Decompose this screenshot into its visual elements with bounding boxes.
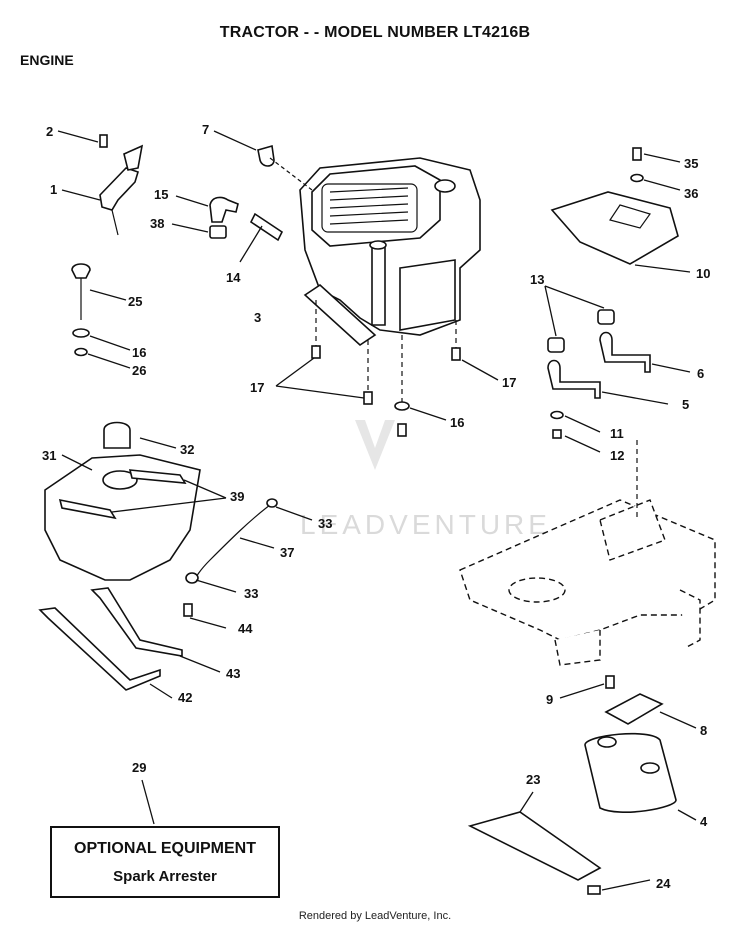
callout-1: 1 xyxy=(50,182,57,197)
engine-base-flange xyxy=(303,283,377,347)
engine-screen xyxy=(321,183,418,233)
callout-33b: 33 xyxy=(244,586,258,601)
callout-39: 39 xyxy=(230,489,244,504)
tank-brackets xyxy=(38,587,227,699)
callout-labels: 1 2 3 4 5 6 7 8 9 10 11 12 13 14 15 16 1… xyxy=(42,122,710,891)
callout-26: 26 xyxy=(132,363,146,378)
callout-36: 36 xyxy=(684,186,698,201)
callout-23: 23 xyxy=(526,772,540,787)
fuel-line-part xyxy=(185,498,313,593)
callout-4: 4 xyxy=(700,814,708,829)
callout-38: 38 xyxy=(150,216,164,231)
callout-10: 10 xyxy=(696,266,710,281)
callout-6: 6 xyxy=(697,366,704,381)
heat-shield xyxy=(550,147,691,273)
callout-2: 2 xyxy=(46,124,53,139)
callout-5: 5 xyxy=(682,397,689,412)
callout-43: 43 xyxy=(226,666,240,681)
callout-37: 37 xyxy=(280,545,294,560)
callout-29-leader xyxy=(141,779,155,825)
watermark-text: LEADVENTURE xyxy=(300,509,551,540)
callout-14: 14 xyxy=(226,270,241,285)
oil-cap xyxy=(434,179,456,193)
fuel-cap-part xyxy=(103,421,131,449)
tractor-frame xyxy=(459,440,716,666)
watermark: LEADVENTURE xyxy=(300,420,551,540)
optional-equipment-title: OPTIONAL EQUIPMENT xyxy=(74,840,256,857)
callout-7: 7 xyxy=(202,122,209,137)
dipstick-tube xyxy=(371,244,386,326)
callout-16b: 16 xyxy=(450,415,464,430)
page-title: TRACTOR - - MODEL NUMBER LT4216B xyxy=(219,24,531,41)
throttle-control-part xyxy=(57,130,144,236)
screw-2 xyxy=(99,134,108,148)
callout-24: 24 xyxy=(656,876,671,891)
callout-44: 44 xyxy=(238,621,253,636)
callout-3: 3 xyxy=(254,310,261,325)
callout-11: 11 xyxy=(610,426,624,441)
watermark-logo-icon xyxy=(355,420,395,470)
callout-42: 42 xyxy=(178,690,192,705)
callout-35: 35 xyxy=(684,156,698,171)
bolt-washers-left xyxy=(71,263,131,369)
section-label: ENGINE xyxy=(20,52,74,68)
callout-13: 13 xyxy=(530,272,544,287)
fuel-tank-part xyxy=(44,421,227,581)
spark-plate xyxy=(467,791,651,895)
callout-17b: 17 xyxy=(502,375,516,390)
clamp-part xyxy=(213,130,313,191)
optional-equipment-box: OPTIONAL EQUIPMENT Spark Arrester xyxy=(50,826,280,898)
callout-29: 29 xyxy=(132,760,146,775)
muffler-part xyxy=(559,675,697,821)
footer-credit: Rendered by LeadVenture, Inc. xyxy=(298,910,452,922)
engine-part xyxy=(299,157,481,347)
callout-17a: 17 xyxy=(250,380,264,395)
callout-8: 8 xyxy=(700,723,707,738)
callout-33a: 33 xyxy=(318,516,332,531)
callout-25: 25 xyxy=(128,294,142,309)
callout-16a: 16 xyxy=(132,345,146,360)
callout-12: 12 xyxy=(610,448,624,463)
callout-32: 32 xyxy=(180,442,194,457)
optional-equipment-item: Spark Arrester xyxy=(113,868,217,885)
exhaust-pipes xyxy=(544,285,691,453)
callout-9: 9 xyxy=(546,692,553,707)
fuel-fittings xyxy=(171,195,284,263)
callout-15: 15 xyxy=(154,187,168,202)
callout-31: 31 xyxy=(42,448,56,463)
engine-bolts xyxy=(275,300,499,437)
